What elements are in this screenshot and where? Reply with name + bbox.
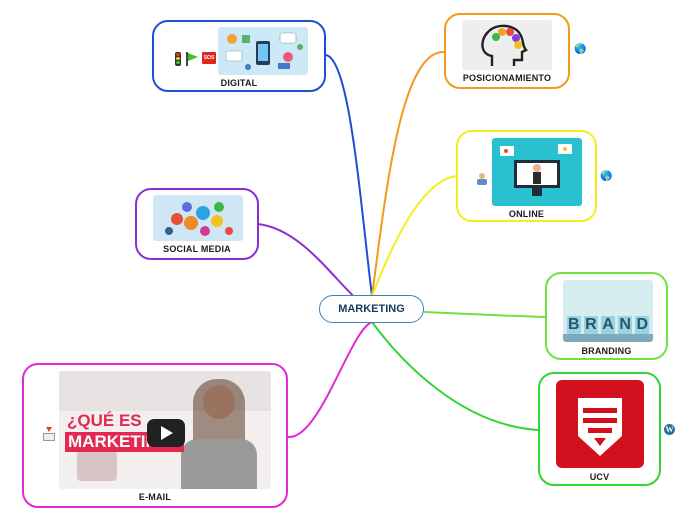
video-title-line1: ¿QUÉ ES [67, 411, 142, 430]
branding-letter: B [567, 316, 581, 334]
branch-posicionamiento [371, 50, 445, 297]
traffic-light-icon [175, 52, 181, 66]
node-posicionamiento[interactable]: POSICIONAMIENTO [444, 13, 570, 89]
video-presenter [169, 375, 269, 489]
node-label-email: E-MAIL [138, 492, 172, 502]
branch-ucv [371, 321, 539, 431]
node-label-social-media: SOCIAL MEDIA [163, 244, 231, 254]
node-label-digital: DIGITAL [220, 78, 258, 88]
branding-letter: N [618, 316, 632, 334]
node-label-ucv: UCV [589, 472, 610, 482]
branding-letter: D [635, 316, 649, 334]
node-social-media[interactable]: SOCIAL MEDIA [135, 188, 259, 260]
email-envelope-icon [43, 427, 55, 441]
wordpress-icon[interactable]: W [664, 424, 675, 435]
globe-icon[interactable]: 🌎 [574, 44, 587, 55]
node-branding[interactable]: B R A N D BRANDING [545, 272, 668, 360]
brain-head-image [462, 20, 552, 70]
online-image [492, 138, 582, 206]
node-online[interactable]: ONLINE [456, 130, 597, 222]
node-email[interactable]: ¿QUÉ ES MARKETING? E-MAIL [22, 363, 288, 508]
node-digital[interactable]: SOS DIGITAL [152, 20, 326, 92]
play-button[interactable] [147, 419, 185, 447]
social-media-image [153, 195, 243, 241]
branch-branding [423, 311, 546, 318]
globe-icon[interactable]: 🌎 [600, 171, 613, 182]
sos-icon: SOS [202, 52, 216, 64]
play-icon [161, 426, 173, 440]
marketing-video-thumbnail[interactable]: ¿QUÉ ES MARKETING? [59, 371, 271, 489]
flag-icon [186, 52, 198, 66]
node-label-branding: BRANDING [581, 346, 632, 356]
branch-online [371, 175, 458, 297]
branding-image: B R A N D [563, 280, 653, 342]
digital-image [218, 27, 308, 75]
node-label-online: ONLINE [508, 209, 545, 219]
node-ucv[interactable]: UCV [538, 372, 661, 486]
branding-letter: R [584, 316, 598, 334]
person-computer-icon [476, 173, 488, 185]
branch-email [287, 321, 373, 439]
node-label-posicionamiento: POSICIONAMIENTO [462, 73, 552, 83]
branding-letter: A [601, 316, 615, 334]
branch-digital [325, 54, 373, 297]
ucv-logo [556, 380, 644, 468]
central-node-marketing[interactable]: MARKETING [319, 295, 424, 323]
